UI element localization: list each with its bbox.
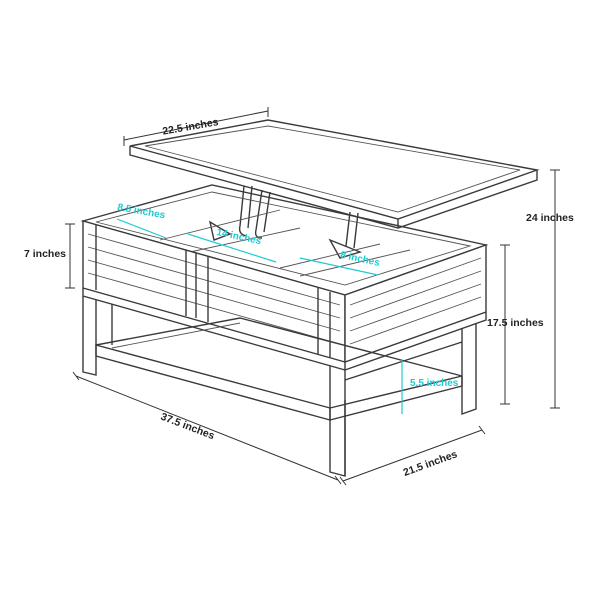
- label-table-height: 17.5 inches: [487, 317, 544, 329]
- label-shelf-clearance: 5.5 inches: [410, 378, 459, 389]
- dimension-lines: [65, 107, 560, 486]
- lift-mechanism: [208, 185, 363, 259]
- label-inner-small: 8 inches: [339, 250, 381, 269]
- label-overall-width: 21.5 inches: [402, 448, 459, 479]
- lift-top: [129, 119, 540, 229]
- label-overall-height: 24 inches: [526, 212, 574, 224]
- table-body: [80, 184, 489, 363]
- label-overall-length: 37.5 inches: [159, 411, 216, 443]
- inner-dimension-lines: [116, 218, 403, 414]
- legs-and-shelf: [82, 288, 487, 477]
- label-side-height: 7 inches: [24, 248, 66, 260]
